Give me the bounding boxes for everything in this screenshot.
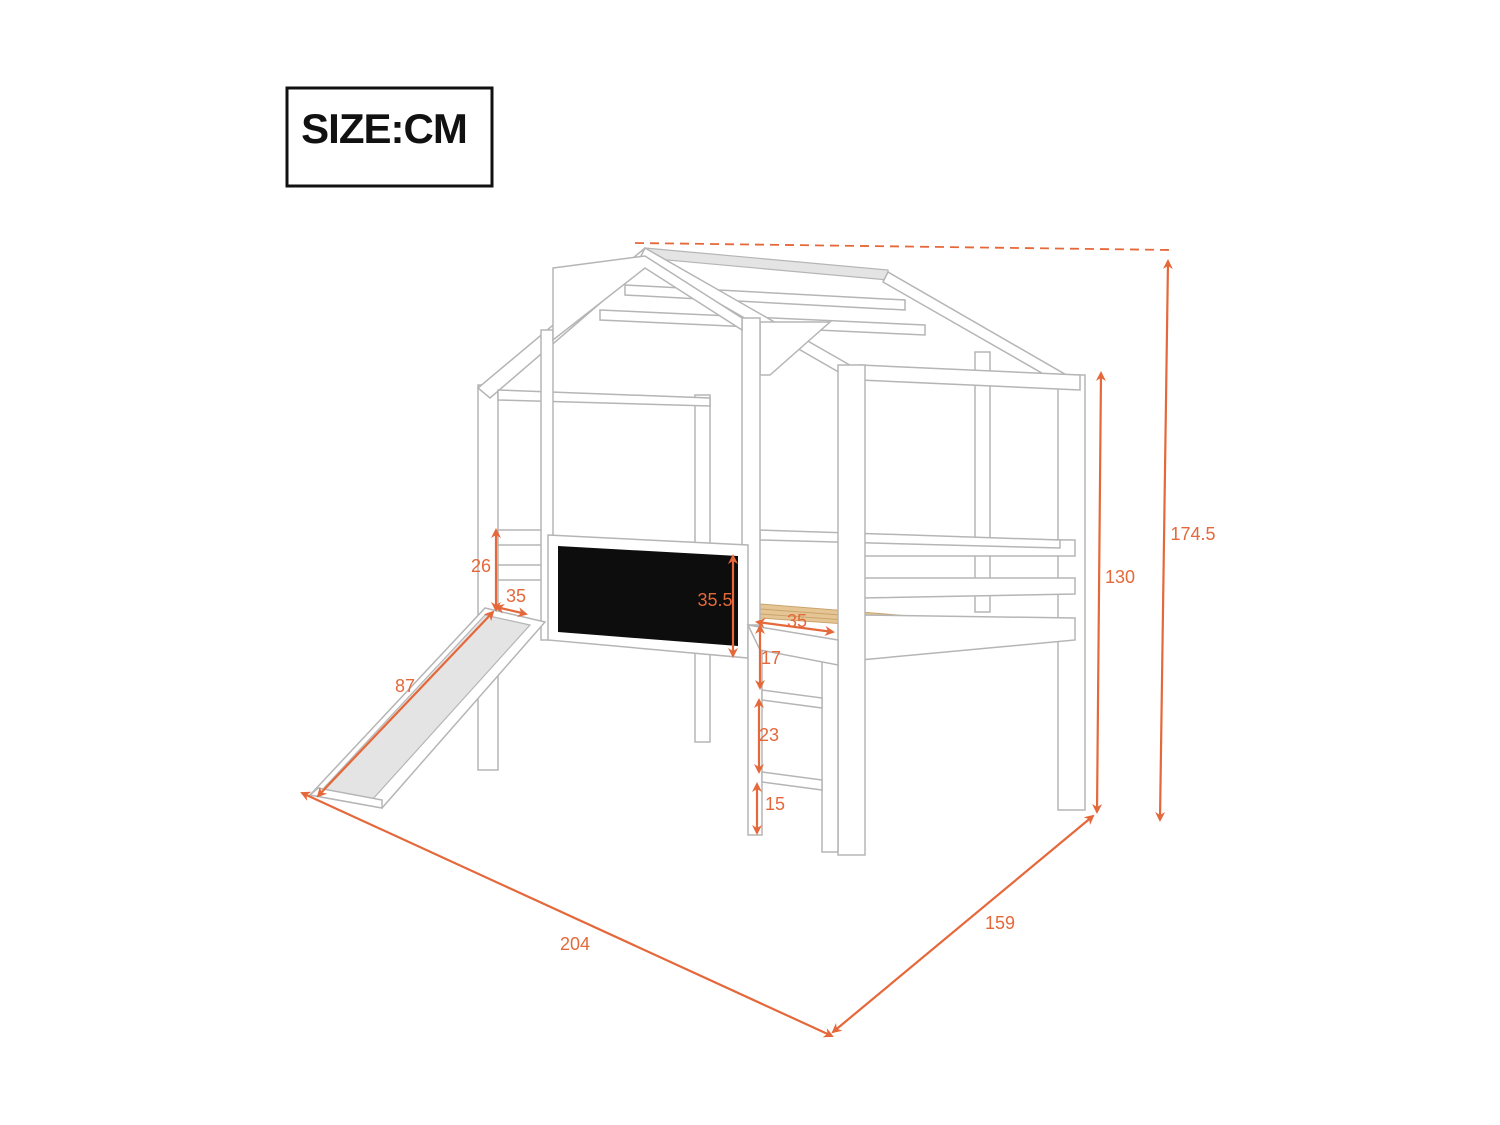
bed-height-arrow — [1092, 371, 1106, 814]
ladder-width-arrow — [755, 618, 835, 636]
total-height-arrow — [1155, 259, 1173, 822]
top-reference-line — [634, 242, 1173, 251]
chalkboard — [558, 546, 738, 646]
size-unit-label: SIZE:CM — [301, 105, 467, 152]
ladder-bottom-gap-label: 15 — [765, 794, 785, 814]
slide-width-label: 35 — [506, 586, 526, 606]
bed-frame — [308, 246, 1086, 856]
front-right-post — [837, 364, 866, 856]
back-inner-post — [974, 351, 991, 613]
slide — [308, 607, 547, 809]
total-height-label: 174.5 — [1170, 524, 1215, 544]
depth-arrow — [831, 814, 1095, 1034]
slide-width-arrow — [494, 603, 528, 618]
back-top-rail — [497, 389, 711, 407]
side-base-rail — [859, 614, 1076, 661]
ladder-rung-gap-label: 23 — [759, 725, 779, 745]
guard-rail-middle — [859, 577, 1076, 599]
slide-length-arrow — [316, 610, 495, 798]
chalkboard-height-label: 35.5 — [697, 590, 732, 610]
front-gable — [552, 255, 743, 342]
bed-height-label: 130 — [1105, 567, 1135, 587]
length-label: 204 — [560, 934, 590, 954]
depth-label: 159 — [985, 913, 1015, 933]
dimension-arrows — [300, 259, 1173, 1038]
dimension-labels: 174.5 130 159 204 87 26 35 35.5 35 17 23… — [395, 524, 1216, 954]
left-guard-rail — [497, 529, 546, 546]
size-unit-box: SIZE:CM — [285, 86, 494, 188]
ladder-width-label: 35 — [787, 611, 807, 631]
ladder-top-gap-label: 17 — [761, 648, 781, 668]
guard-height-label: 26 — [471, 556, 491, 576]
left-guard-rail — [497, 564, 546, 581]
length-arrow — [300, 791, 834, 1038]
roof-slat — [624, 284, 906, 311]
slide-length-label: 87 — [395, 676, 415, 696]
